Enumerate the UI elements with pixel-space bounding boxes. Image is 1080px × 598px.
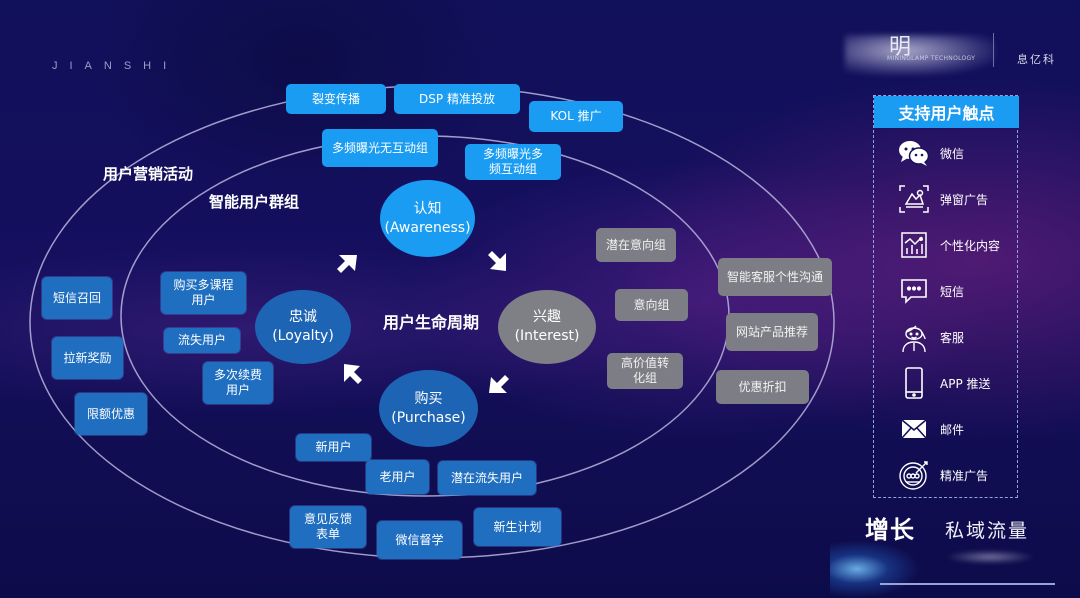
- touchpoint-label: 短信: [940, 284, 965, 299]
- touchpoint-label: 微信: [940, 146, 965, 161]
- stage-interest: 兴趣 (Interest): [498, 290, 596, 364]
- footer-private-traffic-text: 私域流量: [945, 520, 1030, 542]
- touchpoints-panel: 支持用户触点 微信 弹窗广告: [873, 95, 1019, 498]
- stage-purchase-en: (Purchase): [391, 409, 466, 426]
- group-box: 意向组: [615, 289, 688, 321]
- group-box: 新用户: [296, 434, 371, 461]
- campaign-box: 智能客服个性沟通: [718, 258, 832, 296]
- arrow-loyalty-to-awareness-icon: [337, 255, 357, 273]
- stage-purchase-cn: 购买: [414, 390, 443, 407]
- light-flare: [830, 540, 920, 598]
- touchpoint-item: 客服: [898, 320, 964, 354]
- group-box: 流失用户: [164, 328, 240, 353]
- arrow-purchase-to-loyalty-icon: [344, 364, 362, 384]
- group-box: 老用户: [366, 460, 429, 494]
- footer-growth-text: 增长: [865, 516, 915, 544]
- touchpoint-label: 邮件: [940, 422, 965, 437]
- stage-interest-cn: 兴趣: [533, 309, 561, 325]
- group-box: 多次续费用户: [203, 362, 273, 404]
- lifecycle-title: 用户生命周期: [383, 313, 480, 332]
- campaign-box: 意见反馈表单: [290, 506, 366, 548]
- email-icon: [898, 413, 930, 445]
- logo-char: 明: [889, 35, 912, 60]
- group-box: 购买多课程用户: [161, 272, 246, 314]
- campaign-box: DSP 精准投放: [394, 84, 520, 114]
- logo-mark: [845, 35, 995, 75]
- touchpoint-label: APP 推送: [940, 376, 991, 391]
- footer-underline: [880, 583, 1055, 585]
- group-box: 高价值转化组: [607, 353, 683, 389]
- group-box: 潜在意向组: [596, 228, 676, 262]
- campaign-box: 微信督学: [377, 521, 462, 559]
- campaign-box: 限额优惠: [75, 393, 147, 435]
- logo-subtitle: MININGLAMP TECHNOLOGY: [887, 55, 976, 62]
- inner-ring-title: 智能用户群组: [209, 193, 300, 211]
- touchpoint-item: 精准广告: [898, 458, 988, 492]
- touchpoint-label: 客服: [940, 330, 965, 345]
- campaign-box: 新生计划: [474, 508, 561, 546]
- touchpoint-label: 精准广告: [940, 468, 989, 483]
- campaign-box: 拉新奖励: [52, 337, 123, 379]
- stage-loyalty: 忠诚 (Loyalty): [255, 290, 351, 364]
- outer-ring-title: 用户营销活动: [103, 165, 194, 183]
- stage-purchase: 购买 (Purchase): [379, 370, 478, 447]
- logo-divider: [993, 33, 994, 67]
- target-ad-icon: [898, 459, 930, 491]
- group-box: 多频曝光多频互动组: [465, 144, 561, 180]
- touchpoint-label: 个性化内容: [940, 238, 1001, 253]
- campaign-box: 裂变传播: [286, 84, 386, 114]
- popup-ad-icon: [898, 183, 930, 215]
- touchpoint-item: 邮件: [898, 412, 964, 446]
- campaign-box: 短信召回: [42, 277, 112, 319]
- group-box: 潜在流失用户: [438, 461, 536, 495]
- touchpoint-item: 个性化内容: [898, 228, 1000, 262]
- campaign-box: 网站产品推荐: [726, 313, 818, 351]
- stage-loyalty-en: (Loyalty): [272, 328, 334, 344]
- stage-awareness: 认知 (Awareness): [380, 180, 475, 257]
- touchpoints-title: 支持用户触点: [874, 96, 1019, 128]
- touchpoint-item: 弹窗广告: [898, 182, 988, 216]
- campaign-box: 优惠折扣: [716, 370, 809, 404]
- company-logo: 明 MININGLAMP TECHNOLOGY 息亿科: [845, 25, 1075, 75]
- mobile-phone-icon: [898, 367, 930, 399]
- arrow-awareness-to-interest-icon: [488, 251, 506, 271]
- brand-watermark: JIANSHI: [52, 60, 179, 72]
- group-box: 多频曝光无互动组: [322, 129, 438, 167]
- touchpoint-item: 微信: [898, 136, 964, 170]
- stage-awareness-en: (Awareness): [384, 219, 471, 236]
- sms-icon: [898, 275, 930, 307]
- campaign-box: KOL 推广: [529, 101, 623, 132]
- footer-blurred-text: [945, 550, 1035, 564]
- touchpoint-item: APP 推送: [898, 366, 991, 400]
- stage-loyalty-cn: 忠诚: [289, 309, 317, 325]
- arrow-interest-to-purchase-icon: [489, 375, 509, 393]
- touchpoint-item: 短信: [898, 274, 964, 308]
- touchpoint-label: 弹窗广告: [940, 192, 989, 207]
- customer-service-icon: [898, 321, 930, 353]
- wechat-icon: [898, 137, 930, 169]
- stage-awareness-cn: 认知: [413, 200, 442, 217]
- stage-interest-en: (Interest): [514, 328, 580, 344]
- personalized-content-icon: [898, 229, 930, 261]
- logo-partner-text: 息亿科: [1017, 53, 1056, 66]
